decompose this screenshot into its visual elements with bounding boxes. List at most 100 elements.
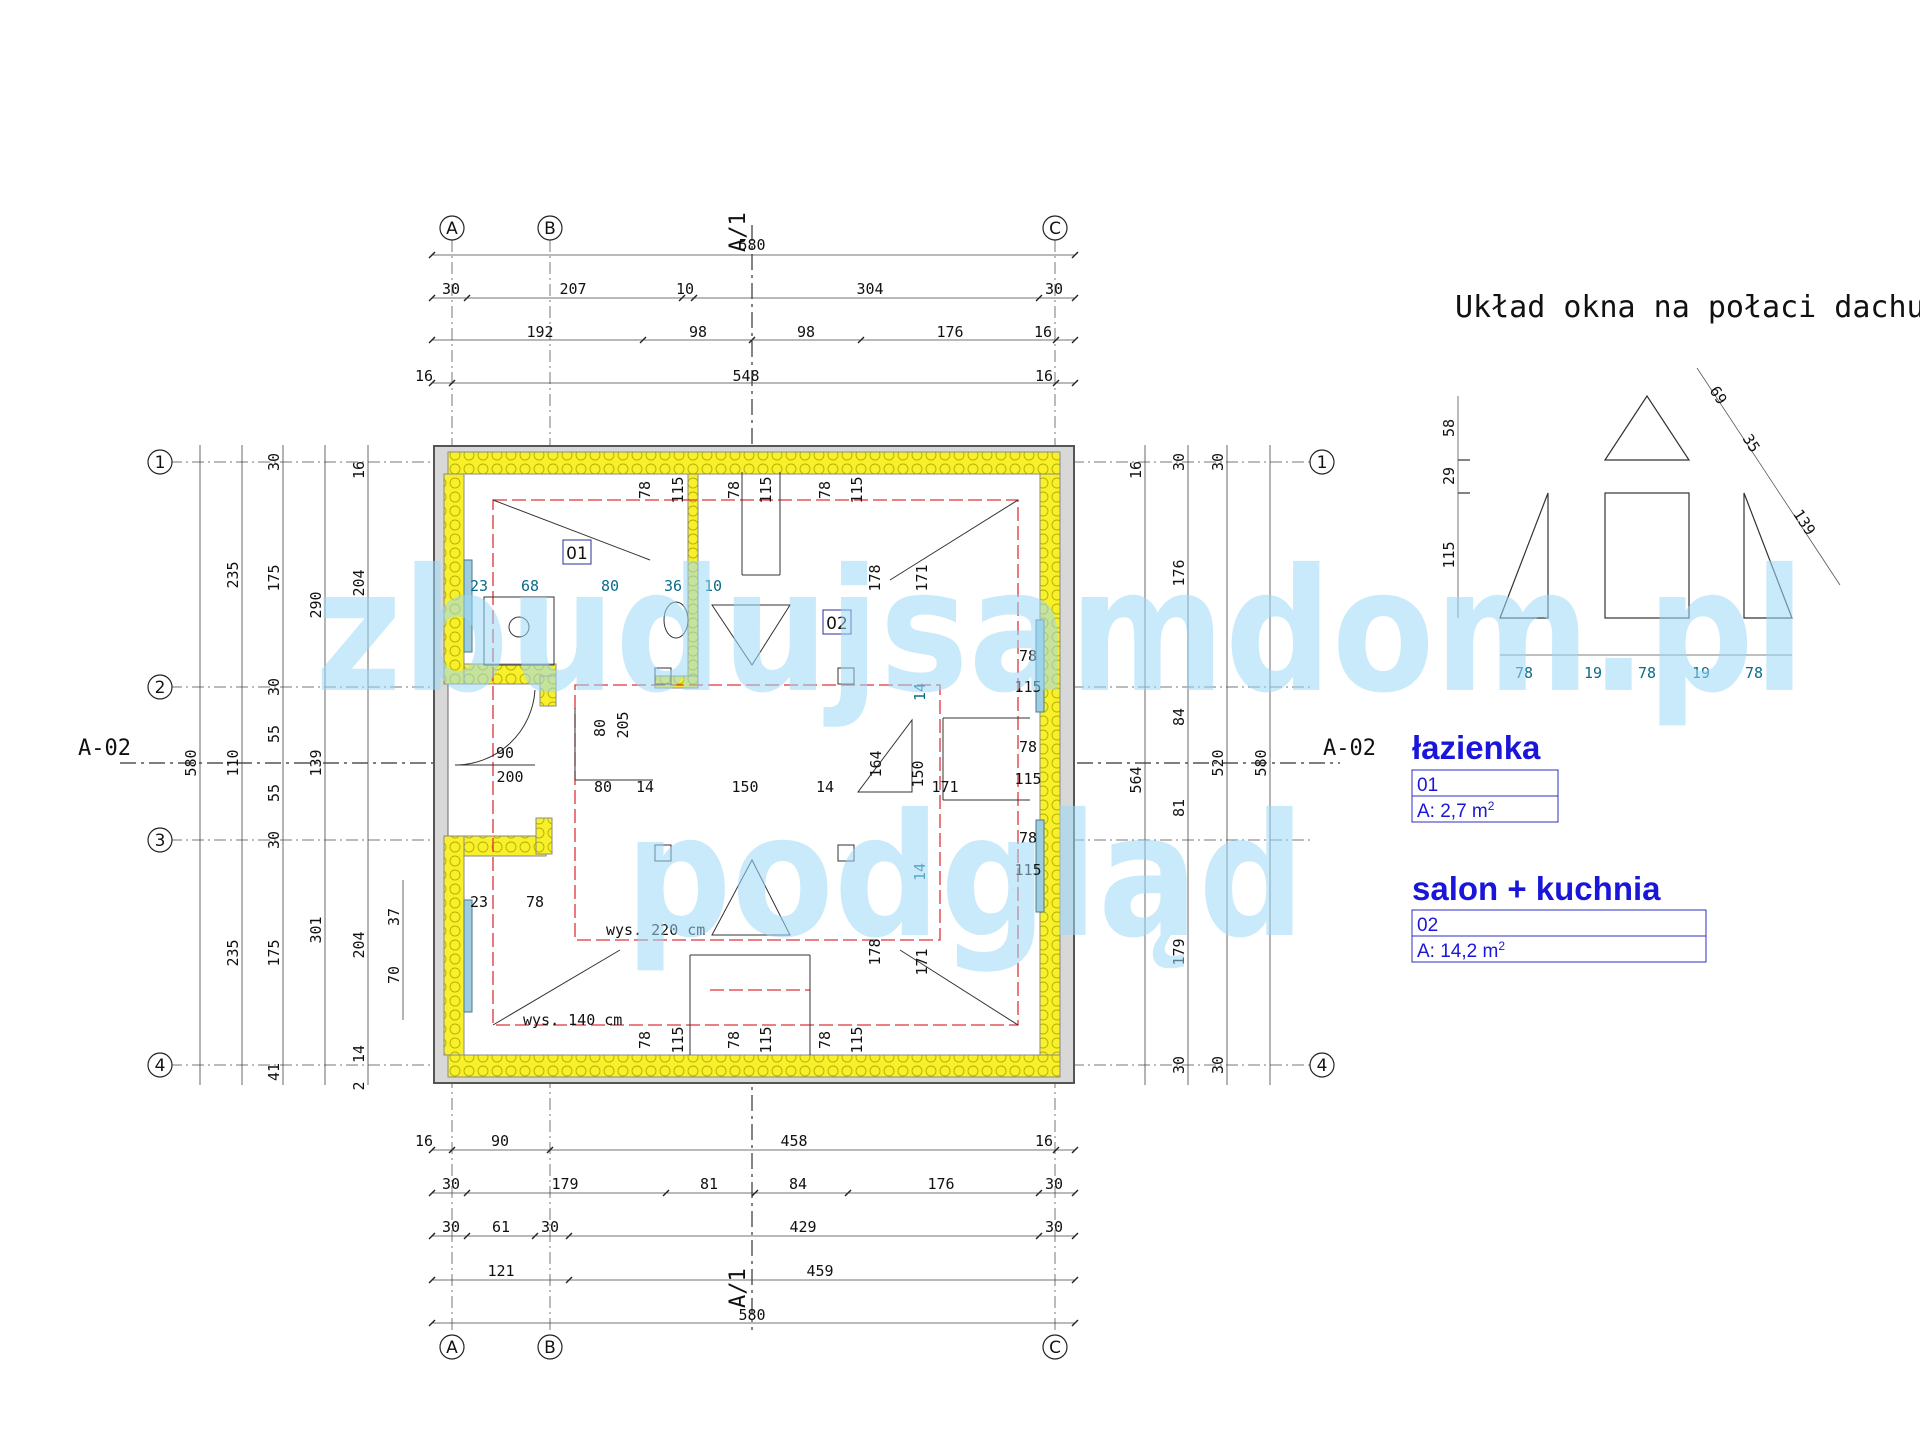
dim-label: 564 xyxy=(1127,766,1145,793)
fixtures xyxy=(454,472,1030,1055)
room-tag-02: 02 xyxy=(826,614,848,634)
dim-label: 580 xyxy=(738,236,765,254)
dim-label: 84 xyxy=(789,1175,807,1193)
dimension-ticks xyxy=(428,251,1079,1327)
grid-bubble-labels: A B C A B C 1 2 3 4 1 4 xyxy=(155,219,1328,1358)
dim-label: 200 xyxy=(496,768,523,786)
dim-label: 36 xyxy=(664,577,682,595)
watermark-line1: zbudujsamdom.pl xyxy=(315,533,1805,731)
dim-label: 176 xyxy=(1170,559,1188,586)
outer-wall xyxy=(433,445,1075,1084)
dim-label: 115 xyxy=(757,476,775,503)
height-zones xyxy=(492,499,1019,1026)
dim-label: 58 xyxy=(1440,419,1458,437)
dim-label: 115 xyxy=(1440,541,1458,568)
dim-label: 78 xyxy=(636,481,654,499)
dim-label: 81 xyxy=(700,1175,718,1193)
top-dimensions: 580 30 207 10 304 30 192 98 98 176 16 16… xyxy=(415,236,1063,385)
dim-label: 35 xyxy=(1739,431,1764,456)
watermark: zbudujsamdom.pl podgląd xyxy=(315,533,1805,976)
dim-label: 78 xyxy=(725,1031,743,1049)
grid-label-b-bottom: B xyxy=(544,1338,556,1358)
dim-label: 290 xyxy=(307,591,325,618)
dim-label: 80 xyxy=(591,719,609,737)
dim-label: 548 xyxy=(732,367,759,385)
dim-label: 37 xyxy=(385,908,403,926)
room-tags: 01 02 xyxy=(562,539,852,635)
dim-label: 520 xyxy=(1209,749,1227,776)
dim-label: 30 xyxy=(442,280,460,298)
grid-label-1-right: 1 xyxy=(1317,453,1328,473)
dim-label: 176 xyxy=(936,323,963,341)
dim-label: 30 xyxy=(1209,453,1227,471)
room-number-02: 02 xyxy=(1417,915,1438,936)
dim-label: 205 xyxy=(614,711,632,738)
window-detail-drawing xyxy=(1457,367,1841,656)
dim-label: 78 xyxy=(1019,647,1037,665)
dim-label: 90 xyxy=(491,1132,509,1150)
dim-label: 30 xyxy=(1045,1218,1063,1236)
dim-label: 29 xyxy=(1440,467,1458,485)
dim-label: 78 xyxy=(1019,738,1037,756)
dimension-lines xyxy=(199,254,1271,1324)
height-note-140: wys. 140 cm xyxy=(523,1011,622,1029)
dim-label: 115 xyxy=(1014,678,1041,696)
dim-label: 16 xyxy=(1127,461,1145,479)
dim-label: 90 xyxy=(496,744,514,762)
grid-label-4-left: 4 xyxy=(155,1056,166,1076)
dim-label: 55 xyxy=(265,725,283,743)
grid-label-2-left: 2 xyxy=(155,678,166,698)
height-notes: wys. 220 cm wys. 140 cm xyxy=(523,921,705,1029)
watermark-line2: podgląd xyxy=(625,778,1305,976)
dim-label: 61 xyxy=(492,1218,510,1236)
dim-label: 30 xyxy=(265,678,283,696)
dim-label: 171 xyxy=(913,564,931,591)
dim-label: 175 xyxy=(265,564,283,591)
grid-label-c-bottom: C xyxy=(1049,1338,1061,1358)
dim-label: 23 xyxy=(470,577,488,595)
dim-label: 78 xyxy=(636,1031,654,1049)
section-a1-top: A/1 xyxy=(726,212,751,252)
dim-label: 30 xyxy=(1045,1175,1063,1193)
room-area-01: A: 2,7 m2 xyxy=(1417,799,1495,822)
height-note-220: wys. 220 cm xyxy=(606,921,705,939)
dim-label: 16 xyxy=(1034,323,1052,341)
dim-label: 204 xyxy=(350,569,368,596)
dim-label: 115 xyxy=(669,476,687,503)
grid-label-b-top: B xyxy=(544,219,556,239)
room-area-02: A: 14,2 m2 xyxy=(1417,939,1505,962)
dim-label: 458 xyxy=(780,1132,807,1150)
dim-label: 30 xyxy=(265,831,283,849)
dim-label: 78 xyxy=(816,481,834,499)
dim-label: 68 xyxy=(521,577,539,595)
dim-label: 55 xyxy=(265,784,283,802)
dim-label: 207 xyxy=(559,280,586,298)
grid-label-c-top: C xyxy=(1049,219,1061,239)
right-dimensions: 16 564 30 176 84 81 179 30 30 520 30 580 xyxy=(1127,453,1270,1074)
section-a02-right: A-02 xyxy=(1323,736,1376,761)
grid-label-1-left: 1 xyxy=(155,453,166,473)
insulation-layer xyxy=(443,451,1061,1078)
dim-label: 14 xyxy=(911,863,929,881)
interior-dimensions: 78 115 78 115 78 115 23 68 80 36 10 178 … xyxy=(470,476,1042,1053)
dim-label: 115 xyxy=(1014,770,1041,788)
dim-label: 30 xyxy=(1170,1056,1188,1074)
dim-label: 16 xyxy=(1035,367,1053,385)
dim-label: 115 xyxy=(1014,861,1041,879)
dim-label: 30 xyxy=(541,1218,559,1236)
dim-label: 150 xyxy=(909,760,927,787)
dim-label: 10 xyxy=(676,280,694,298)
dim-label: 14 xyxy=(911,683,929,701)
dim-label: 16 xyxy=(350,461,368,479)
dim-label: 78 xyxy=(1515,664,1533,682)
room-name-salon-kuchnia: salon + kuchnia xyxy=(1412,870,1661,907)
section-a1-bottom: A/1 xyxy=(726,1268,751,1308)
grid-label-a-bottom: A xyxy=(446,1338,458,1358)
dim-label: 121 xyxy=(487,1262,514,1280)
dim-label: 14 xyxy=(816,778,834,796)
dim-label: 115 xyxy=(669,1026,687,1053)
dim-label: 30 xyxy=(442,1175,460,1193)
dim-label: 301 xyxy=(307,916,325,943)
dim-label: 459 xyxy=(806,1262,833,1280)
